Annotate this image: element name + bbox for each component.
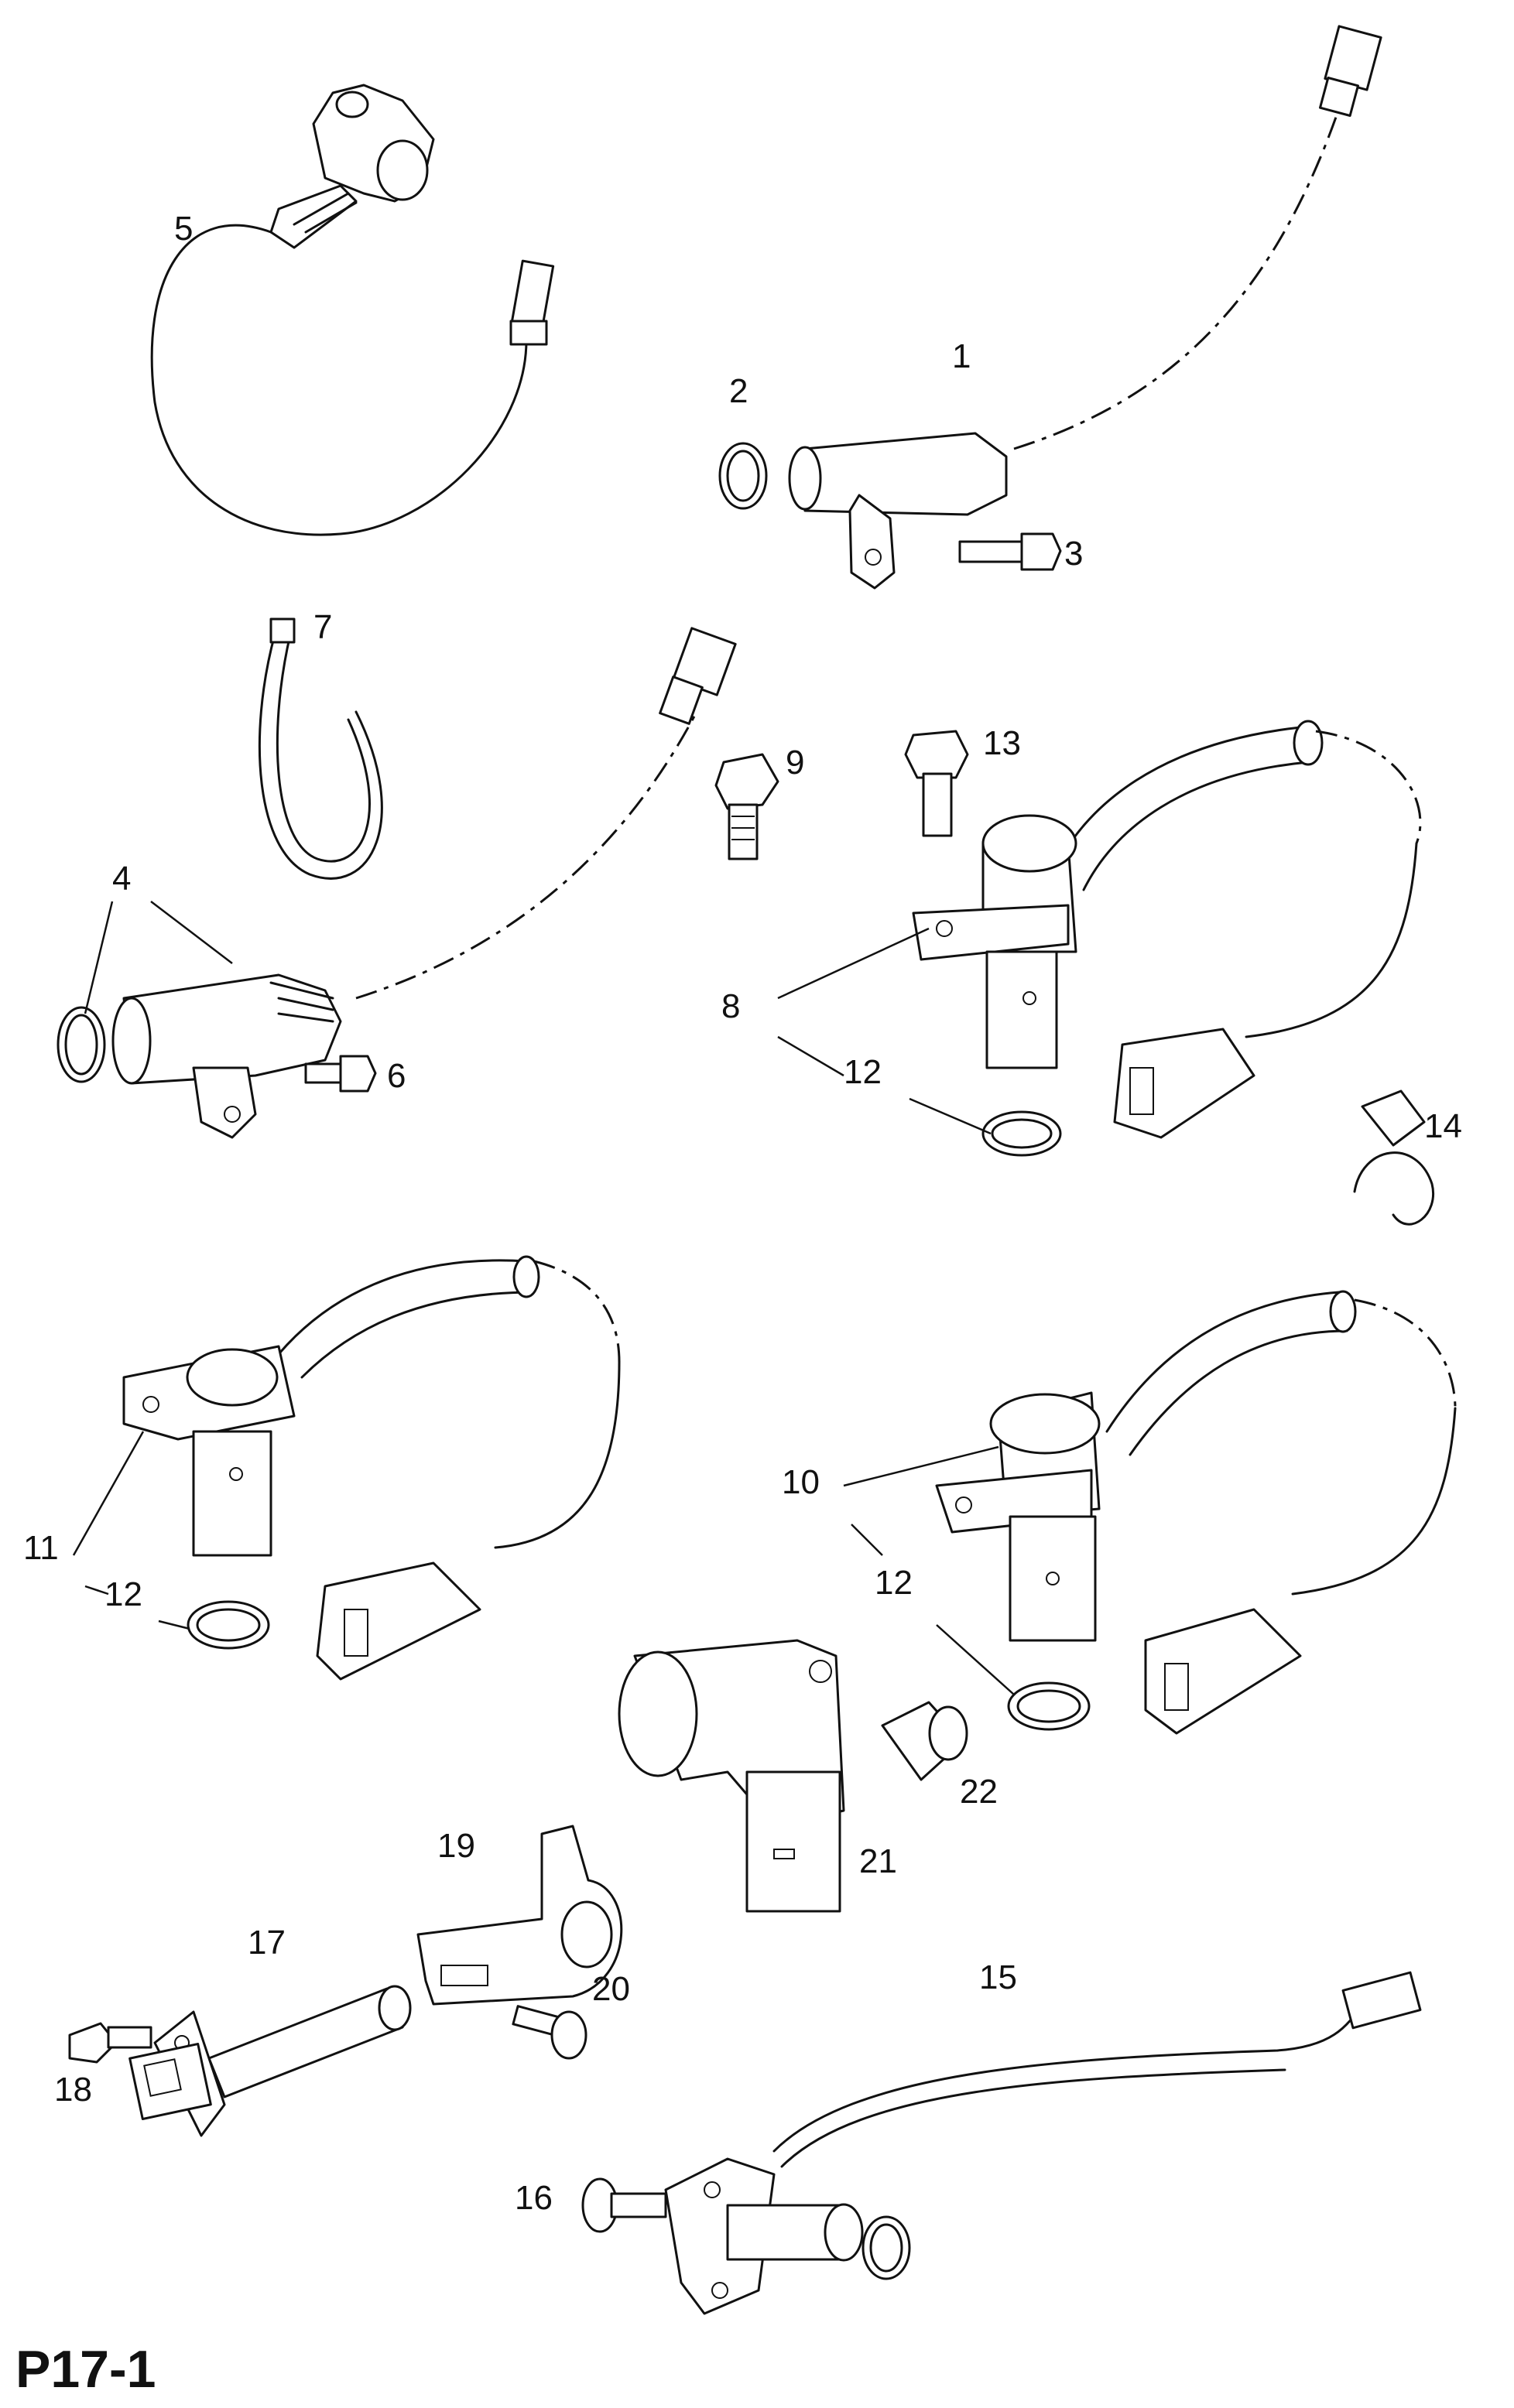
part-14-clip (1353, 1089, 1434, 1226)
callout-22: 22 (960, 1773, 998, 1811)
part-19-bracket (416, 1825, 623, 2006)
part-6-bolt (304, 1055, 377, 1093)
leader-lines (72, 901, 1015, 1695)
part-9-bolt (714, 753, 779, 860)
callout-16: 16 (515, 2179, 553, 2217)
part-3-bolt (958, 532, 1062, 571)
part-12b-ring (187, 1600, 270, 1650)
callout-4: 4 (112, 860, 131, 898)
part-2-ring (718, 442, 768, 510)
callout-6: 6 (387, 1057, 406, 1095)
callout-14: 14 (1424, 1107, 1462, 1145)
part-12a-ring (981, 1110, 1062, 1157)
callout-12-c: 12 (875, 1564, 913, 1602)
page-label: P17-1 (15, 2340, 156, 2399)
callout-12-a: 12 (844, 1053, 882, 1091)
part-17-sensor (128, 1985, 412, 2137)
callout-7: 7 (313, 608, 332, 646)
callout-2: 2 (729, 372, 748, 410)
part-15-sensor (664, 1971, 1422, 2315)
callout-10: 10 (782, 1463, 820, 1501)
part-13-bolt (904, 730, 969, 837)
part-21-sensor (618, 1639, 845, 1913)
callout-11: 11 (23, 1529, 59, 1567)
part-8-sensor (912, 720, 1422, 1139)
callout-3: 3 (1064, 535, 1083, 573)
callout-20: 20 (592, 1970, 630, 2008)
part-18-bolt (68, 2022, 152, 2064)
part-1-sensor (788, 25, 1382, 590)
part-10-sensor (935, 1290, 1457, 1735)
part-4-sensor (57, 627, 737, 1139)
callout-1: 1 (952, 337, 971, 375)
part-16-bolt (581, 2177, 667, 2233)
callout-21: 21 (859, 1842, 897, 1880)
callout-12-b: 12 (104, 1575, 142, 1613)
part-11-sensor (122, 1255, 621, 1681)
callout-8: 8 (721, 987, 740, 1025)
part-12c-ring (1007, 1681, 1091, 1731)
callout-19: 19 (437, 1827, 475, 1865)
part-7-cable-tie (258, 617, 383, 880)
callout-13: 13 (983, 724, 1021, 762)
callout-numbers: 1 2 3 4 5 6 7 8 9 10 11 12 12 12 13 14 1… (23, 210, 1462, 2217)
callout-15: 15 (979, 1958, 1017, 1996)
part-22-bolt (881, 1701, 968, 1781)
callout-5: 5 (174, 210, 193, 248)
part-20-bolt (512, 2005, 587, 2060)
part-5-sensor-cable (150, 84, 555, 536)
callout-18: 18 (54, 2071, 92, 2109)
callout-17: 17 (248, 1924, 286, 1962)
callout-9: 9 (786, 744, 804, 782)
